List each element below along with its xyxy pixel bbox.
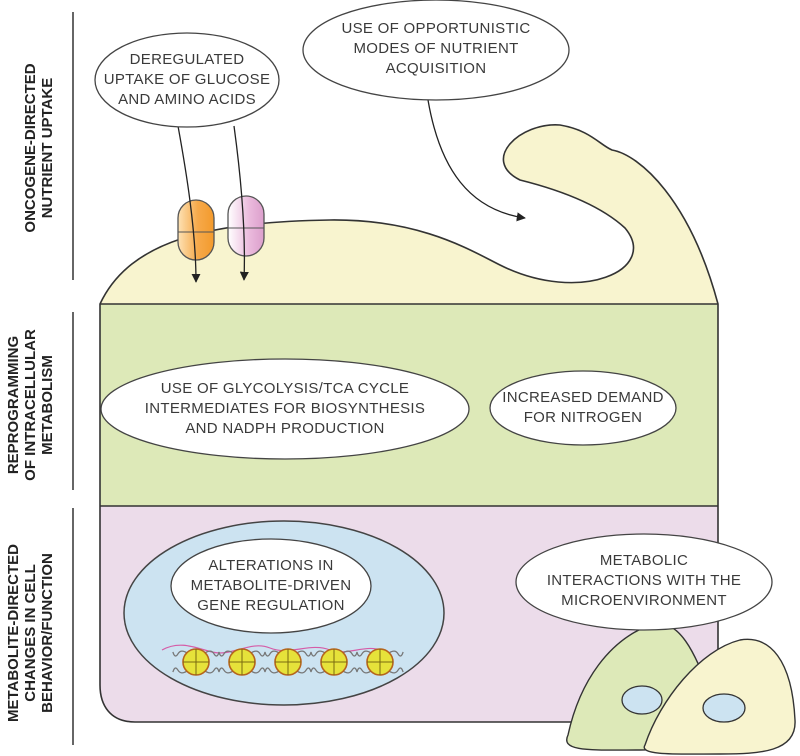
nucleosome	[172, 648, 220, 676]
histone-tail	[342, 650, 358, 657]
bubble-microenvironment-shape	[515, 533, 773, 631]
arrow-glucose-uptake	[177, 125, 201, 283]
histone-tail	[310, 667, 326, 674]
histone-tail	[356, 650, 372, 657]
bubble-microenvironment: METABOLIC INTERACTIONS WITH THE MICROENV…	[546, 552, 742, 609]
histone-tail	[388, 667, 404, 674]
bubble-glycolysis-shape	[100, 358, 470, 460]
bubble-opportunistic: USE OF OPPORTUNISTIC MODES OF NUTRIENT A…	[341, 20, 531, 77]
histone-tail	[264, 667, 280, 674]
glucose-transporter	[177, 199, 215, 261]
uptake-region	[100, 124, 718, 304]
bubble-gene-regulation: ALTERATIONS IN METABOLITE-DRIVEN GENE RE…	[190, 557, 352, 614]
histone-tail	[204, 667, 220, 674]
bubble-deregulated-uptake: DEREGULATED UPTAKE OF GLUCOSE AND AMINO …	[103, 51, 271, 108]
nucleosome-group	[172, 648, 404, 676]
histone-tail	[296, 650, 312, 657]
amino-acid-transporter	[227, 195, 265, 257]
histone-tail	[172, 667, 188, 674]
arrow-opportunistic	[427, 99, 526, 222]
bubble-nitrogen-shape	[489, 370, 677, 446]
section-label-metabolism: REPROGRAMMING OF INTRACELLULAR METABOLIS…	[5, 329, 56, 481]
histone-tail	[388, 650, 404, 657]
histone-tail	[218, 650, 234, 657]
nucleosome	[218, 648, 266, 676]
section-label-uptake: ONCOGENE-DIRECTED NUTRIENT UPTAKE	[22, 63, 56, 233]
histone-tail	[342, 667, 358, 674]
histone-tail	[296, 667, 312, 674]
bubble-nitrogen: INCREASED DEMAND FOR NITROGEN	[502, 389, 664, 426]
nucleosome	[356, 648, 404, 676]
histone-tail	[250, 650, 266, 657]
nucleosome	[264, 648, 312, 676]
bubble-gene-regulation-shape	[170, 538, 372, 634]
histone-tail	[264, 650, 280, 657]
bubble-opportunistic-shape	[302, 0, 570, 101]
neighbor-nucleus-yellow	[702, 693, 746, 723]
nucleosome	[310, 648, 358, 676]
neighbor-nucleus-green	[621, 685, 663, 715]
bubble-glycolysis: USE OF GLYCOLYSIS/TCA CYCLE INTERMEDIATE…	[144, 380, 426, 437]
histone-tail	[204, 650, 220, 657]
histone-tail	[172, 650, 188, 657]
section-label-behavior: METABOLITE-DIRECTED CHANGES IN CELL BEHA…	[5, 543, 56, 723]
histone-tail	[218, 667, 234, 674]
histone-tail	[310, 650, 326, 657]
histone-tail	[356, 667, 372, 674]
histone-tail	[250, 667, 266, 674]
arrow-amino-acid-uptake	[233, 125, 249, 281]
bubble-deregulated-uptake-shape	[94, 32, 280, 128]
